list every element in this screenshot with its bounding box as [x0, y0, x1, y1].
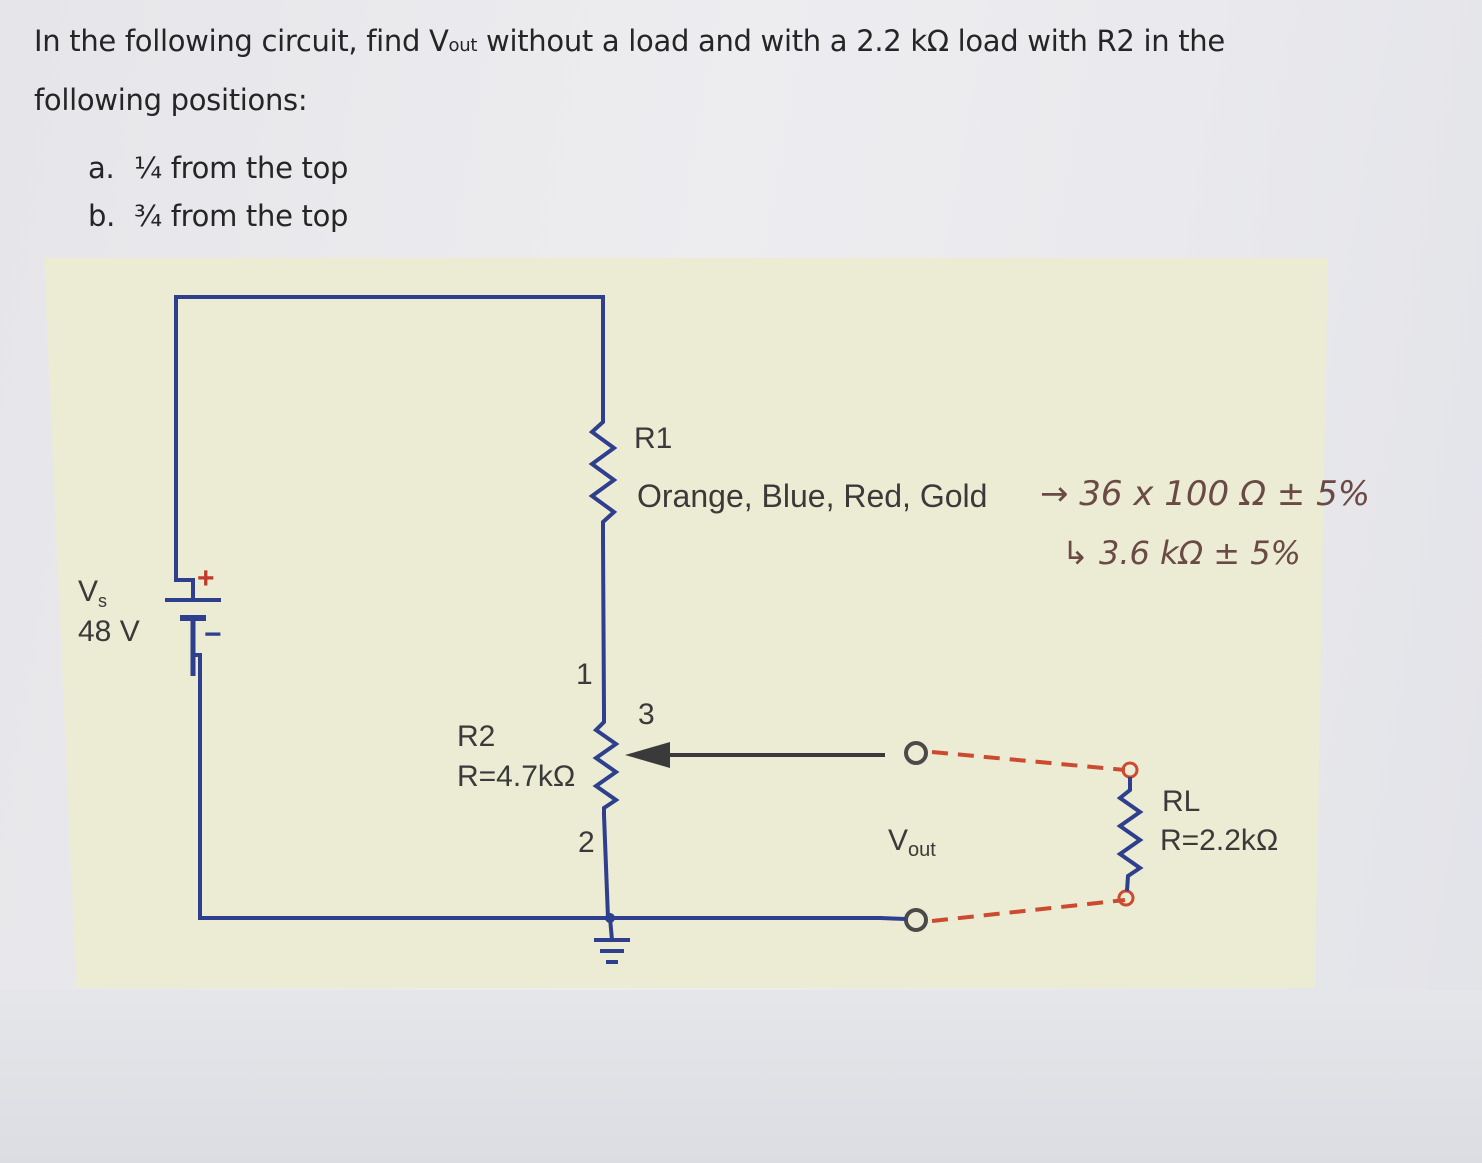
vout-terminal-bottom — [904, 908, 928, 932]
r1-name-label: R1 — [634, 422, 672, 455]
wire-top — [174, 295, 605, 582]
rl-value-label: R=2.2kΩ — [1160, 824, 1278, 857]
option-a: a. ¼ from the top — [88, 144, 348, 192]
vout-terminal-top — [904, 741, 928, 765]
source-value-label: 48 V — [78, 615, 140, 648]
option-a-marker: a. — [88, 151, 115, 185]
vout-wire-bottom — [879, 916, 907, 921]
question-line1-end: without a load and with a 2.2 kΩ load wi… — [477, 24, 1225, 58]
wiper-arrowhead — [625, 742, 670, 768]
vout-sub: out — [908, 839, 936, 861]
question-vout-subscript: out — [448, 35, 478, 56]
wire-r2-bottom — [601, 812, 611, 921]
option-b: b. ¾ from the top — [88, 192, 348, 240]
source-name-sub: s — [98, 591, 107, 611]
r2-potentiometer — [592, 713, 620, 815]
option-b-marker: b. — [88, 199, 116, 233]
rl-terminal-top — [1121, 761, 1139, 779]
source-name-label: Vs — [78, 575, 107, 611]
r2-pin2-label: 2 — [578, 826, 595, 859]
vout-main: V — [888, 824, 908, 857]
battery-plus: + — [197, 562, 215, 595]
options-list: a. ¼ from the top b. ¾ from the top — [88, 144, 348, 240]
wire-source-to-ground — [191, 653, 882, 920]
rl-name-label: RL — [1162, 785, 1200, 818]
question-line2: following positions: — [34, 83, 308, 117]
battery-minus: − — [204, 618, 222, 651]
vout-label: Vout — [888, 824, 936, 861]
r2-value-label: R=4.7kΩ — [457, 760, 575, 793]
page-shadow — [0, 990, 1482, 1163]
question-line1-start: In the following circuit, find V — [34, 24, 449, 58]
rl-terminal-bottom — [1117, 889, 1135, 907]
handwritten-note-line1: → 36 x 100 Ω ± 5% — [1040, 474, 1370, 514]
question-text: In the following circuit, find Vout with… — [34, 14, 1434, 127]
load-dash-top — [931, 750, 1126, 772]
option-a-text: ¼ from the top — [134, 151, 349, 185]
circuit-background — [44, 258, 1328, 988]
source-name-main: V — [78, 575, 98, 608]
option-b-text: ¾ from the top — [134, 199, 349, 233]
ground-junction — [605, 913, 615, 923]
r2-pin3-label: 3 — [638, 698, 655, 731]
r1-resistor — [588, 405, 618, 540]
r2-pin1-label: 1 — [576, 658, 593, 691]
circuit-wires — [174, 295, 882, 943]
r2-name-label: R2 — [457, 720, 495, 753]
rl-resistor — [1116, 777, 1144, 892]
r1-colors-label: Orange, Blue, Red, Gold — [637, 478, 987, 514]
load-dash-bottom — [931, 898, 1126, 923]
wire-r1-bottom — [600, 537, 607, 716]
battery-symbol: + − — [165, 562, 222, 676]
handwritten-note-line2: ↳ 3.6 kΩ ± 5% — [1062, 534, 1301, 572]
ground-symbol — [594, 938, 630, 964]
